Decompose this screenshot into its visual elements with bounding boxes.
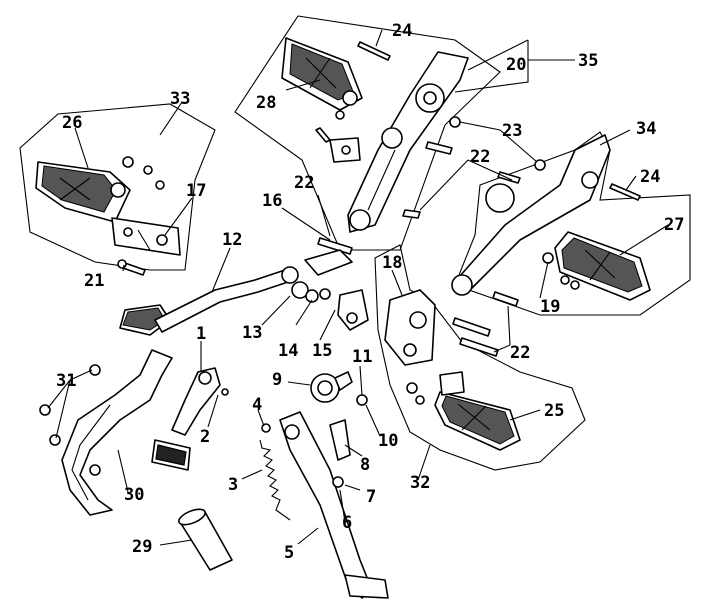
- footpeg-25: [406, 371, 521, 451]
- callout-18: 18: [382, 253, 402, 273]
- callout-3: 3: [228, 475, 238, 495]
- callout-25: 25: [544, 401, 564, 421]
- callout-24-right: 24: [640, 167, 660, 187]
- bolts-22-lower: [452, 291, 519, 357]
- callout-26: 26: [62, 113, 82, 133]
- group-35-outline: [234, 15, 501, 251]
- callout-22-mid: 22: [294, 173, 314, 193]
- bolt-8: [329, 419, 351, 461]
- callout-21: 21: [84, 271, 104, 291]
- callout-17: 17: [186, 181, 206, 201]
- callout-22-lower: 22: [510, 343, 530, 363]
- callout-32: 32: [410, 473, 430, 493]
- callout-24-top: 24: [392, 21, 412, 41]
- cover-30: [61, 349, 173, 516]
- callout-13: 13: [242, 323, 262, 343]
- callout-12: 12: [222, 230, 242, 250]
- callout-8: 8: [360, 455, 370, 475]
- callout-23: 23: [502, 121, 522, 141]
- callout-27: 27: [664, 215, 684, 235]
- part-11: [356, 394, 368, 406]
- callout-35: 35: [578, 51, 598, 71]
- callout-30: 30: [124, 485, 144, 505]
- bolt-21: [117, 259, 146, 276]
- callout-9: 9: [272, 370, 282, 390]
- callout-19: 19: [540, 297, 560, 317]
- callout-labels: 1 2 3 4 5 6 7 8 9 10 11 12 13 14 15 16 1…: [56, 21, 684, 563]
- callout-2: 2: [200, 427, 210, 447]
- group-33-outline: [19, 103, 216, 271]
- footpeg-26: [35, 156, 165, 223]
- switch-9: [310, 371, 353, 403]
- bracket-18: [384, 289, 436, 366]
- bracket-20: [347, 51, 469, 233]
- footpeg-27: [542, 231, 651, 301]
- callout-1: 1: [196, 324, 206, 344]
- bolts-22-mid: [402, 141, 521, 219]
- tube-29: [178, 508, 233, 571]
- callout-33: 33: [170, 89, 190, 109]
- leader-lines: [47, 29, 669, 546]
- footpeg-28: [281, 37, 363, 163]
- pivot-15: [337, 289, 369, 331]
- pin-24-top: [357, 41, 391, 61]
- callout-6: 6: [342, 513, 352, 533]
- kickstand-5: [279, 411, 389, 599]
- pivot-16: [304, 237, 353, 276]
- pin-24-right: [609, 183, 641, 201]
- callout-34: 34: [636, 119, 656, 139]
- washer-23: [449, 116, 546, 171]
- callout-28: 28: [256, 93, 276, 113]
- callout-22-right: 22: [470, 147, 490, 167]
- callout-20: 20: [506, 55, 526, 75]
- callout-31: 31: [56, 371, 76, 391]
- pivot-13-14: [291, 281, 331, 303]
- callout-11: 11: [352, 347, 372, 367]
- callout-4: 4: [252, 395, 262, 415]
- callout-5: 5: [284, 543, 294, 563]
- shift-lever-1: [151, 367, 229, 471]
- callout-7: 7: [366, 487, 376, 507]
- callout-15: 15: [312, 341, 332, 361]
- screws-31: [39, 364, 101, 446]
- bolt-7: [332, 476, 344, 488]
- callout-29: 29: [132, 537, 152, 557]
- bracket-34: [451, 134, 611, 296]
- callout-10: 10: [378, 431, 398, 451]
- brake-pedal-12: [119, 266, 299, 336]
- callout-14: 14: [278, 341, 298, 361]
- callout-16: 16: [262, 191, 282, 211]
- spring-3: [259, 439, 291, 521]
- bracket-17: [111, 217, 181, 256]
